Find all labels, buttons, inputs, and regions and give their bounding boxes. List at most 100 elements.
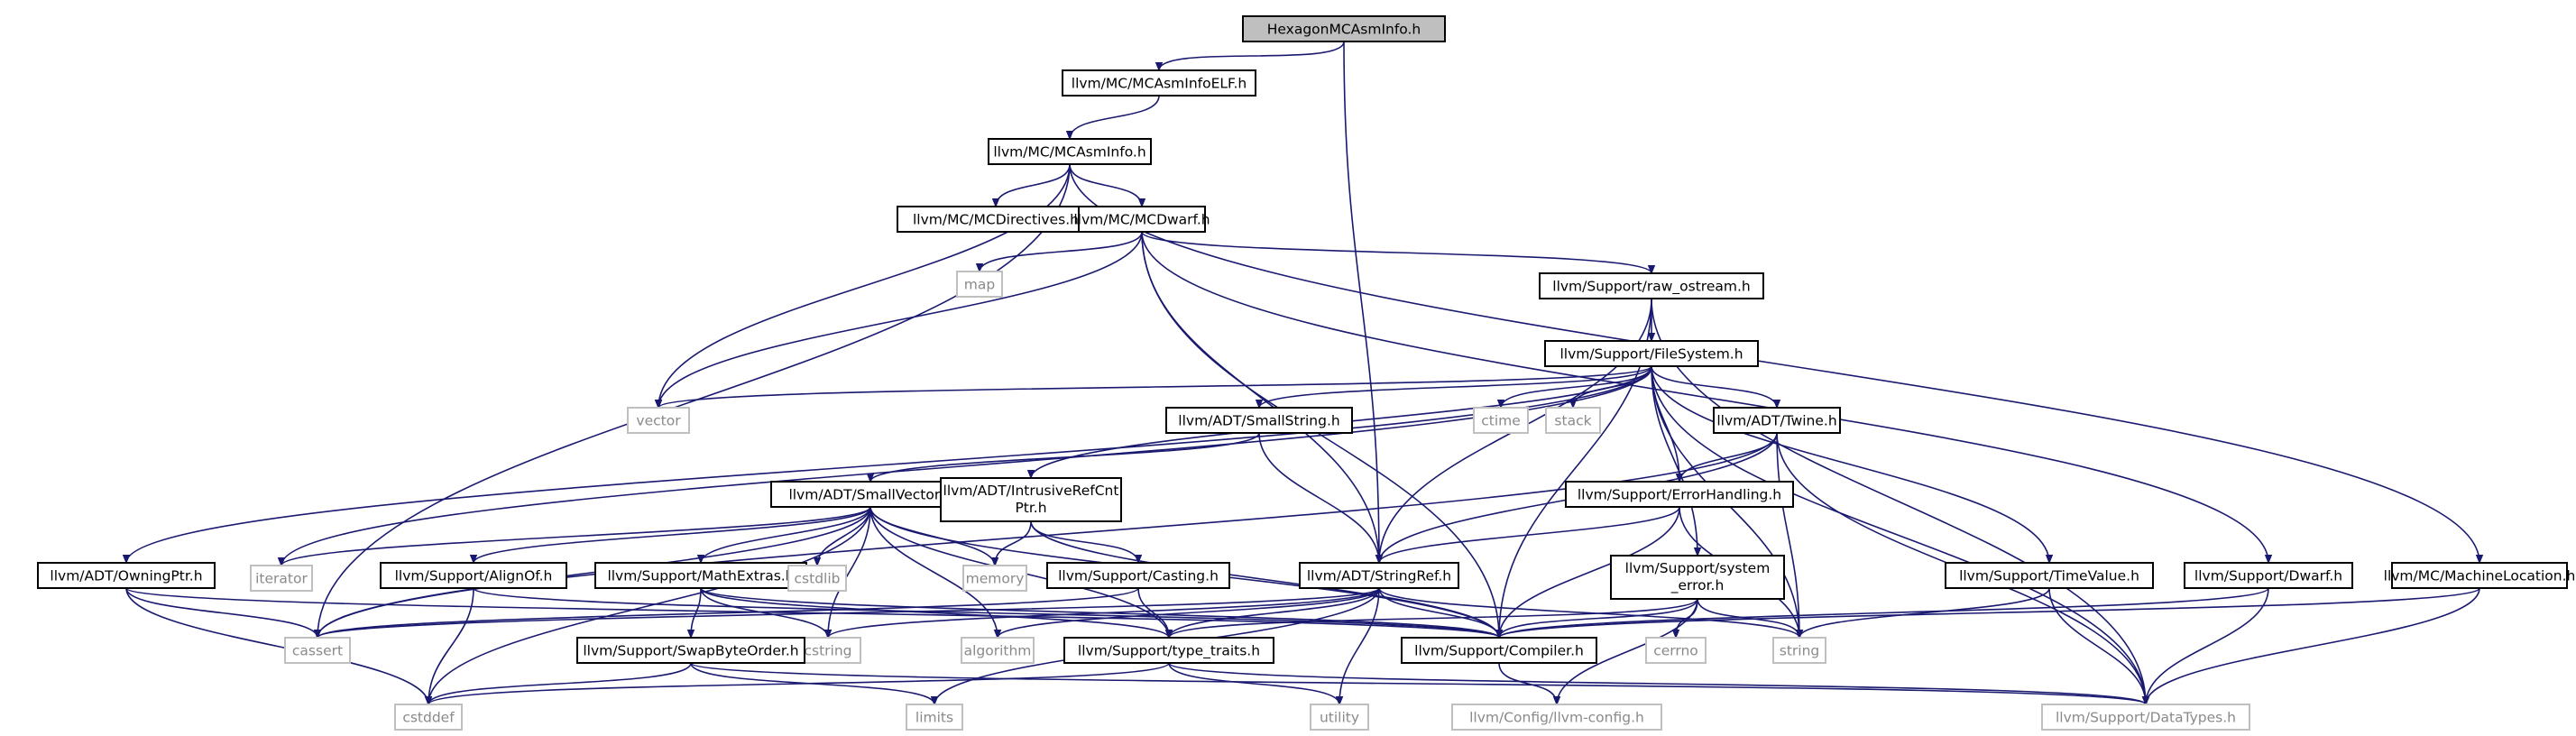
node-label-intrusive: llvm/ADT/IntrusiveRefCnt (943, 483, 1119, 499)
node-twine[interactable]: llvm/ADT/Twine.h (1713, 407, 1841, 434)
node-mcdirectives[interactable]: llvm/MC/MCDirectives.h (897, 206, 1095, 233)
node-label-utility: utility (1320, 710, 1359, 726)
edge-type_traits-to-cstddef (428, 662, 1170, 705)
edge-mcdwarf-to-dwarf (1141, 231, 2268, 563)
node-cerrno: cerrno (1645, 637, 1707, 664)
node-box-mcdwarf (1078, 206, 1206, 233)
node-owningptr[interactable]: llvm/ADT/OwningPtr.h (37, 562, 216, 589)
node-mathextras[interactable]: llvm/Support/MathExtras.h (594, 562, 807, 589)
node-label-type_traits: llvm/Support/type_traits.h (1078, 643, 1260, 660)
node-label-system_error: llvm/Support/system (1625, 560, 1771, 576)
edge-filesystem-to-iterator (281, 365, 1652, 566)
node-label-mcdirectives: llvm/MC/MCDirectives.h (913, 212, 1079, 228)
edge-dwarf-to-compiler (1499, 587, 2269, 639)
node-box-smallstring (1165, 407, 1353, 434)
node-box-mathextras (594, 562, 807, 589)
node-swapbyteorder[interactable]: llvm/Support/SwapByteOrder.h (576, 637, 805, 664)
edge-owningptr-to-cstddef (125, 587, 428, 705)
node-label-casting: llvm/Support/Casting.h (1058, 568, 1219, 584)
node-label-alignof: llvm/Support/AlignOf.h (395, 568, 553, 584)
node-filesystem[interactable]: llvm/Support/FileSystem.h (1544, 340, 1759, 367)
node-box-owningptr (37, 562, 216, 589)
node-label-owningptr: llvm/ADT/OwningPtr.h (50, 568, 202, 584)
node-label-cstring: cstring (804, 643, 851, 659)
edge-smallvector-to-cstdlib (817, 506, 871, 566)
node-box-vector (627, 407, 690, 434)
node-cstdlib: cstdlib (787, 565, 847, 592)
node-mcdwarf[interactable]: llvm/MC/MCDwarf.h (1073, 206, 1210, 233)
edge-casting-to-cassert (317, 587, 1139, 639)
edge-asminfo-to-vector (658, 163, 1071, 408)
edge-stringref-to-compiler (1378, 587, 1499, 639)
node-vector: vector (627, 407, 690, 434)
node-box-asminfoelf (1062, 69, 1256, 97)
edge-owningptr-to-cassert (125, 587, 317, 639)
edge-system_error-to-llvmconfig (1557, 598, 1698, 704)
node-box-hexagon (1242, 15, 1446, 42)
node-box-filesystem (1544, 340, 1759, 367)
node-label-swapbyteorder: llvm/Support/SwapByteOrder.h (583, 643, 798, 659)
node-label-filesystem: llvm/Support/FileSystem.h (1559, 346, 1743, 363)
node-box-string (1772, 637, 1826, 664)
edge-filesystem-to-timevalue (1651, 365, 2049, 563)
node-compiler[interactable]: llvm/Support/Compiler.h (1401, 637, 1597, 664)
node-box-ctime (1473, 407, 1529, 434)
edge-timevalue-to-string (1799, 587, 2050, 639)
edge-smallvector-to-cassert (317, 506, 871, 639)
edge-mcdwarf-to-map (980, 231, 1143, 272)
node-string: string (1772, 637, 1826, 664)
node-box-map (956, 271, 1003, 298)
node-label-intrusive-line2: Ptr.h (1015, 500, 1046, 516)
node-label-hexagon: HexagonMCAsmInfo.h (1267, 22, 1421, 38)
node-alignof[interactable]: llvm/Support/AlignOf.h (380, 562, 567, 589)
node-asminfoelf[interactable]: llvm/MC/MCAsmInfoELF.h (1062, 69, 1256, 97)
edge-hexagon-to-asminfoelf (1159, 41, 1345, 71)
node-box-cstring (795, 637, 861, 664)
node-box-machineloc (2391, 562, 2568, 589)
edge-filesystem-to-owningptr (126, 365, 1652, 563)
node-box-timevalue (1945, 562, 2154, 589)
node-errorhandling[interactable]: llvm/Support/ErrorHandling.h (1565, 481, 1794, 508)
node-dwarf[interactable]: llvm/Support/Dwarf.h (2184, 562, 2353, 589)
node-system_error[interactable]: llvm/Support/system_error.h (1610, 555, 1785, 600)
edge-intrusive-to-memory (995, 520, 1032, 566)
node-casting[interactable]: llvm/Support/Casting.h (1046, 562, 1230, 589)
node-box-llvmconfig (1451, 704, 1662, 731)
node-stringref[interactable]: llvm/ADT/StringRef.h (1299, 562, 1459, 589)
node-asminfo[interactable]: llvm/MC/MCAsmInfo.h (988, 138, 1152, 165)
edge-compiler-to-llvmconfig (1498, 662, 1557, 705)
node-box-datatypes (2041, 704, 2250, 731)
node-hexagon[interactable]: HexagonMCAsmInfo.h (1242, 15, 1446, 42)
node-timevalue[interactable]: llvm/Support/TimeValue.h (1945, 562, 2154, 589)
node-ctime: ctime (1473, 407, 1529, 434)
header-nodes: HexagonMCAsmInfo.h llvm/MC/MCAsmInfoELF.h… (37, 15, 2576, 731)
edge-stringref-to-utility (1339, 587, 1380, 704)
edge-asminfo-to-machineloc (1069, 163, 2479, 563)
edge-raw_ostream-to-datatypes (1651, 298, 2146, 704)
node-box-limits (906, 704, 963, 731)
node-label-mathextras: llvm/Support/MathExtras.h (607, 568, 794, 584)
edge-filesystem-to-twine (1651, 365, 1777, 409)
edge-system_error-to-string (1697, 598, 1799, 639)
node-label-llvmconfig: llvm/Config/llvm-config.h (1469, 710, 1644, 726)
node-label-memory: memory (966, 571, 1025, 587)
edge-stringref-to-cassert (317, 587, 1380, 639)
node-smallstring[interactable]: llvm/ADT/SmallString.h (1165, 407, 1353, 434)
node-label-machineloc: llvm/MC/MachineLocation.h (2384, 568, 2576, 584)
edge-mathextras-to-type_traits (700, 587, 1169, 639)
node-type_traits[interactable]: llvm/Support/type_traits.h (1063, 637, 1274, 664)
node-label-string: string (1780, 643, 1820, 659)
node-box-cstddef (394, 704, 463, 731)
edge-owningptr-to-compiler (125, 587, 1499, 639)
node-raw_ostream[interactable]: llvm/Support/raw_ostream.h (1539, 272, 1764, 299)
node-box-twine (1713, 407, 1841, 434)
node-label-vector: vector (636, 413, 681, 429)
node-label-stringref: llvm/ADT/StringRef.h (1307, 568, 1451, 584)
edge-asminfo-to-mcdirectives (996, 163, 1071, 207)
node-machineloc[interactable]: llvm/MC/MachineLocation.h (2384, 562, 2576, 589)
edge-errorhandling-to-stringref (1379, 506, 1680, 564)
node-cstring: cstring (795, 637, 861, 664)
edge-smallvector-to-iterator (281, 506, 871, 566)
